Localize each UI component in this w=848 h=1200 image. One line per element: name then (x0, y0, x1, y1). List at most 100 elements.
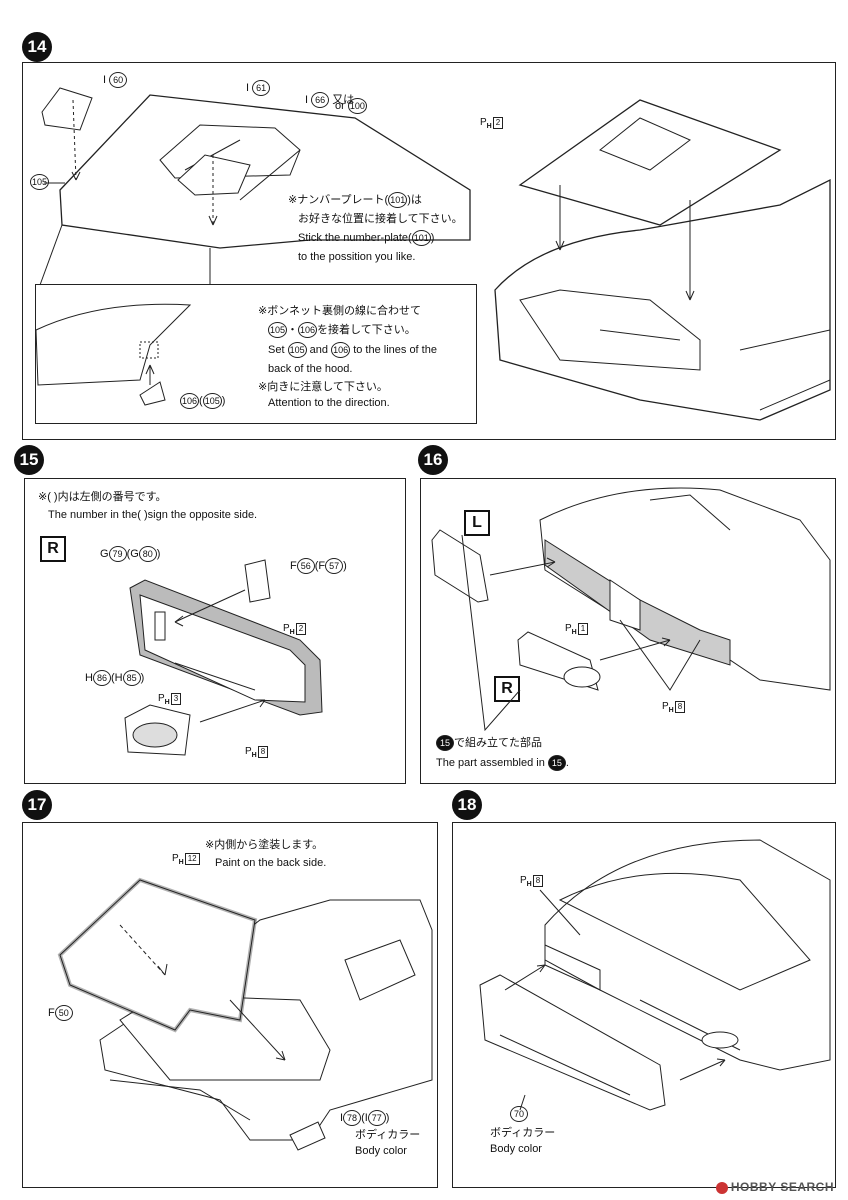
note-plate-en1b: ) (430, 231, 435, 244)
part-h85: 85 (122, 670, 141, 686)
s17-i-prefix-2: I (364, 1111, 368, 1124)
part-105-en: 105 (287, 342, 307, 358)
s15-ph8-num: 8 (257, 746, 269, 758)
label-i60-prefix: I (103, 73, 107, 86)
s15-ph2-sub: H (289, 629, 295, 636)
s16-ph1-num: 1 (577, 623, 589, 635)
part-106-en: 106 (331, 342, 351, 358)
part-i77: 77 (367, 1110, 386, 1126)
part-i66: 66 (311, 92, 330, 108)
part-100: 100 (347, 98, 367, 114)
s17-ph12-sub: H (178, 859, 184, 866)
side-r-15: R (40, 536, 66, 562)
part-i78: 78 (343, 1110, 362, 1126)
ph-letter: P (480, 117, 487, 128)
side-r-16: R (494, 676, 520, 702)
h-prefix-2: H (114, 671, 123, 684)
side-l-16: L (464, 510, 490, 536)
s18-body-ja: ボディカラー (490, 1127, 556, 1139)
part-f57: 57 (325, 558, 344, 574)
step-14-number: 14 (22, 32, 52, 62)
s18-ph8-p: P (520, 875, 527, 886)
label-or-100: or 100 (335, 98, 367, 114)
label-106-105: 106(105) (180, 393, 225, 409)
s18-ph8-num: 8 (532, 875, 544, 887)
s16-assembled-end: . (565, 756, 569, 769)
watermark-logo-icon (715, 1181, 728, 1194)
note-dir-ja: ※向きに注意して下さい。 (258, 381, 388, 393)
label-i60: I 60 (103, 72, 128, 88)
ph-num: 2 (492, 117, 504, 129)
note-hood-ja1: ※ボンネット裏側の線に合わせて (258, 305, 421, 317)
part-f56: 56 (296, 558, 315, 574)
f-prefix-2: F (318, 559, 326, 572)
s17-body-ja: ボディカラー (355, 1129, 421, 1141)
part-g79: 79 (108, 546, 127, 562)
label-or-en: or (335, 99, 345, 112)
note-hood-en2: back of the hood. (268, 363, 353, 375)
s17-body-color: ボディカラー Body color (355, 1128, 420, 1158)
g-prefix: G (100, 547, 109, 560)
step-18-number: 18 (452, 790, 482, 820)
s15-note: ※( )内は左側の番号です。 The number in the( )sign … (38, 490, 257, 522)
part-i61: 61 (252, 80, 271, 96)
note-plate-en2: to the possition you like. (298, 251, 416, 263)
step-14-inset (35, 284, 477, 424)
part-105b: 105 (202, 393, 222, 409)
note-hood-en1c: to the lines of the (353, 343, 437, 356)
part-101-en: 101 (411, 230, 431, 246)
note-plate-en1: Stick the number-plate( (298, 231, 412, 244)
part-106-note: 106 (298, 322, 318, 338)
step-15-number: 15 (14, 445, 44, 475)
s15-ph3-num: 3 (170, 693, 182, 705)
s15-ph8-p: P (245, 746, 252, 757)
s17-ph12-num: 12 (184, 853, 200, 865)
note-plate-ja1: ※ナンバープレート( (288, 193, 389, 206)
part-70: 70 (510, 1106, 528, 1122)
s16-ph8-num: 8 (674, 701, 686, 713)
part-i60: 60 (109, 72, 128, 88)
s16-assembled-en: The part assembled in (436, 756, 545, 769)
s18-body-en: Body color (490, 1143, 542, 1155)
s16-ph1-p: P (565, 623, 572, 634)
part-105: 105 (30, 174, 50, 190)
s15-ph3-p: P (158, 693, 165, 704)
s17-f-prefix: F (48, 1006, 55, 1019)
note-plate-ja2: お好きな位置に接着して下さい。 (298, 213, 463, 225)
s17-ph12-p: P (172, 853, 179, 864)
note-number-plate: ※ナンバープレート( 101 )は お好きな位置に接着して下さい。 Stick th… (288, 192, 463, 264)
s16-assembled-ja: で組み立てた部品 (454, 736, 542, 749)
s15-ph8-sub: H (251, 752, 257, 759)
s15-ph2-num: 2 (295, 623, 307, 635)
part-105-note: 105 (268, 322, 288, 338)
f-prefix: F (290, 559, 297, 572)
s16-assembled-num-en: 15 (547, 755, 566, 771)
s15-note-ja: ※( )内は左側の番号です。 (38, 491, 167, 503)
note-hood-dot: ・ (287, 323, 299, 336)
watermark-text: HOBBY SEARCH (730, 1180, 834, 1194)
note-plate-ja1b: )は (407, 193, 422, 206)
note-hood-en1b: and (309, 343, 329, 356)
s15-ph3-sub: H (164, 699, 170, 706)
label-i61: I 61 (246, 80, 271, 96)
watermark: HOBBY SEARCH (715, 1180, 834, 1194)
s17-i-prefix: I (340, 1111, 344, 1124)
